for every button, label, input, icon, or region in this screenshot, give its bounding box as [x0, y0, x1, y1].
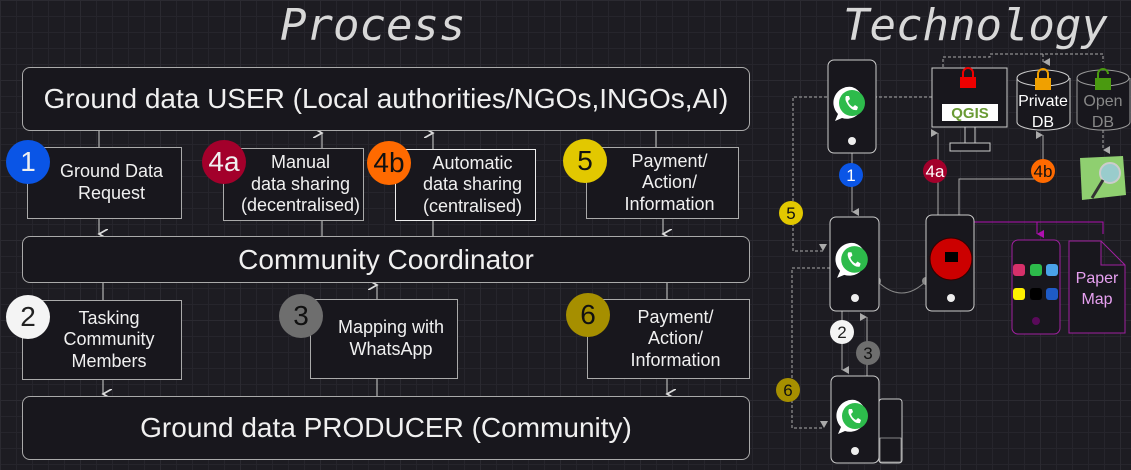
badge-1: 1 [6, 140, 50, 184]
phone-producer [830, 375, 903, 464]
phone-coordinator [829, 216, 880, 312]
svg-text:Paper: Paper [1076, 270, 1119, 287]
snapchat-icon [1013, 288, 1025, 300]
twitter-icon [1046, 264, 1058, 276]
lock-icon [1035, 78, 1051, 90]
ground-data-producer-box: Ground data PRODUCER (Community) [22, 396, 750, 460]
step-mapping-whatsapp: Mapping with WhatsApp [310, 299, 458, 379]
process-connectors [0, 0, 760, 470]
svg-text:5: 5 [786, 204, 795, 223]
badge-6: 6 [566, 293, 610, 337]
step-ground-data-request: Ground Data Request [27, 147, 182, 219]
tech-badge-3: 3 [856, 341, 880, 365]
qgis-logo: QGIS [951, 105, 989, 122]
step-payment-action-info-5: Payment/ Action/ Information [586, 147, 739, 219]
phone-link [876, 280, 927, 294]
phone-app [925, 214, 975, 312]
step-automatic-data-sharing: Automatic data sharing (centralised) [395, 149, 536, 221]
svg-text:2: 2 [837, 323, 846, 342]
badge-3: 3 [279, 294, 323, 338]
tech-badge-6: 6 [776, 378, 800, 402]
step-payment-action-info-6: Payment/ Action/ Information [587, 299, 750, 379]
community-coordinator-box: Community Coordinator [22, 236, 750, 283]
connector-5 [792, 96, 932, 252]
badge-2: 2 [6, 295, 50, 339]
ground-data-user-box: Ground data USER (Local authorities/NGOs… [22, 67, 750, 131]
facebook-icon [1046, 288, 1058, 300]
badge-4b: 4b [367, 141, 411, 185]
tech-badge-5: 5 [779, 201, 803, 225]
step-manual-data-sharing: Manual data sharing (decentralised) [223, 148, 364, 221]
svg-text:DB: DB [1032, 114, 1054, 131]
tech-badge-4b: 4b [1031, 159, 1055, 183]
badge-4a: 4a [202, 140, 246, 184]
connector-4b [958, 131, 1044, 215]
whatsapp-icon [1030, 264, 1042, 276]
tiktok-icon [1030, 288, 1042, 300]
svg-text:DB: DB [1092, 114, 1114, 131]
connector-qgis-dbs [942, 54, 991, 67]
tech-badge-4a: 4a [923, 159, 947, 183]
technology-title: Technology [843, 0, 1108, 51]
lock-icon [960, 77, 976, 88]
social-media-phone [1011, 239, 1061, 335]
unlock-icon [1095, 78, 1111, 90]
instagram-icon [1013, 264, 1025, 276]
svg-text:1: 1 [846, 166, 855, 185]
process-title: Process [280, 0, 466, 51]
svg-text:4b: 4b [1034, 162, 1053, 181]
svg-text:6: 6 [783, 381, 792, 400]
connector-6 [791, 267, 830, 429]
badge-5: 5 [563, 139, 607, 183]
phone-user [827, 59, 877, 154]
tech-badge-1: 1 [839, 163, 863, 187]
qgis-monitor: QGIS [931, 67, 1008, 152]
svg-text:Map: Map [1081, 291, 1112, 308]
map-search-icon [1080, 156, 1126, 200]
svg-text:3: 3 [863, 344, 872, 363]
tech-badge-2: 2 [830, 320, 854, 344]
keypad-phone-icon [878, 398, 903, 464]
svg-text:4a: 4a [926, 162, 945, 181]
svg-text:Open: Open [1083, 93, 1122, 110]
svg-text:Private: Private [1018, 93, 1068, 110]
